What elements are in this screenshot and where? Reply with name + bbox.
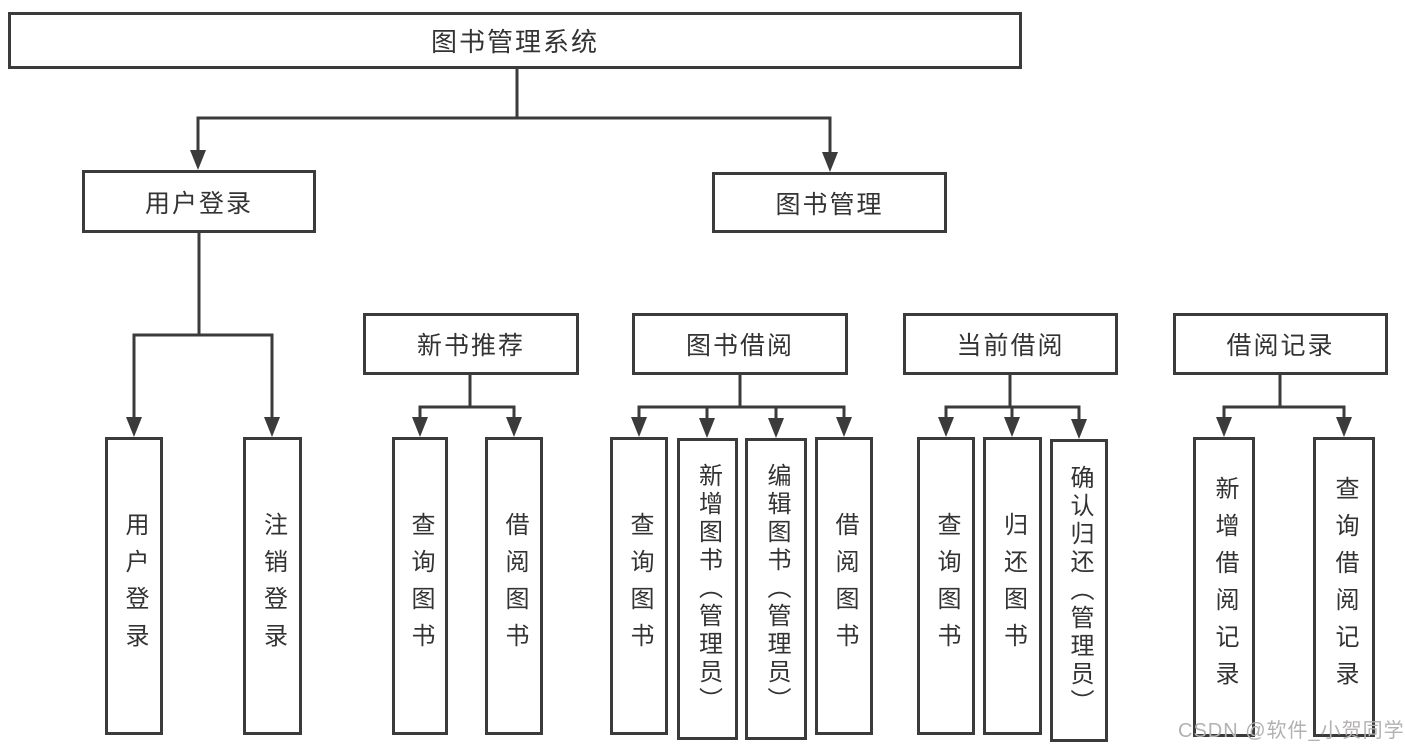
- connector-user-login: [132, 231, 274, 420]
- node-br-add-record: 新增借阅记录: [1193, 437, 1255, 737]
- node-book-borrowing: 图书借阅: [632, 313, 848, 375]
- connector-borrowing-records: [1222, 373, 1346, 420]
- node-borrowing-records: 借阅记录: [1173, 313, 1388, 375]
- node-bb-query-books: 查询图书: [610, 437, 668, 735]
- node-library-management-system: 图书管理系统: [8, 12, 1022, 69]
- node-bb-edit-book-admin: 编辑图书（管理员）: [745, 438, 807, 740]
- connector-book-borrowing: [637, 373, 846, 421]
- connector-root: [196, 68, 832, 155]
- node-current-borrowing: 当前借阅: [903, 313, 1118, 375]
- node-book-management: 图书管理: [712, 172, 947, 233]
- csdn-watermark: CSDN @软件_小贺同学: [1178, 720, 1405, 742]
- node-cb-query-books: 查询图书: [917, 437, 975, 735]
- node-user-login-branch: 用户登录: [82, 170, 316, 233]
- node-bb-borrow-books: 借阅图书: [815, 437, 873, 735]
- node-user-login-leaf: 用户登录: [105, 437, 163, 735]
- node-nbr-borrow-books: 借阅图书: [485, 437, 543, 735]
- node-nbr-query-books: 查询图书: [392, 437, 448, 735]
- node-cb-return-books: 归还图书: [983, 437, 1042, 735]
- connector-new-book-recommendation: [418, 373, 516, 420]
- connector-current-borrowing: [944, 373, 1081, 422]
- node-bb-add-book-admin: 新增图书（管理员）: [677, 438, 738, 740]
- node-cb-confirm-return-admin: 确认归还（管理员）: [1050, 439, 1108, 742]
- node-logout-leaf: 注销登录: [243, 437, 302, 735]
- node-br-query-record: 查询借阅记录: [1313, 437, 1375, 737]
- node-new-book-recommendation: 新书推荐: [363, 313, 579, 375]
